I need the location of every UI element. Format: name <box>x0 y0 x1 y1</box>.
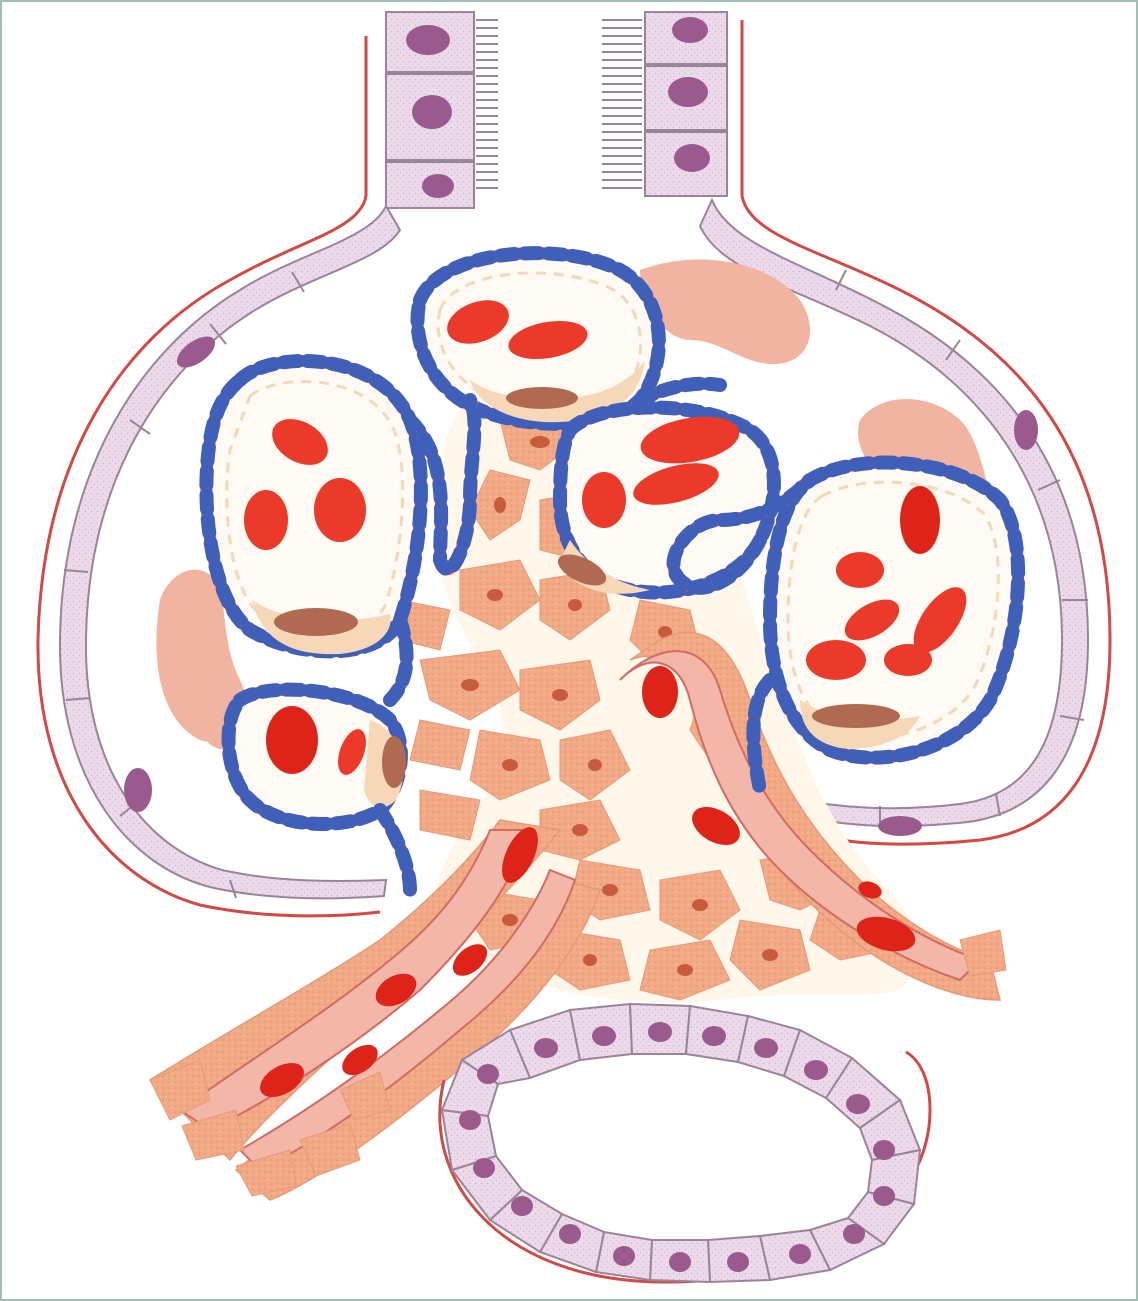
capillary-loop-right <box>770 463 1018 758</box>
capillary-loop-left <box>206 361 421 654</box>
capillary-loop-top <box>418 253 659 424</box>
